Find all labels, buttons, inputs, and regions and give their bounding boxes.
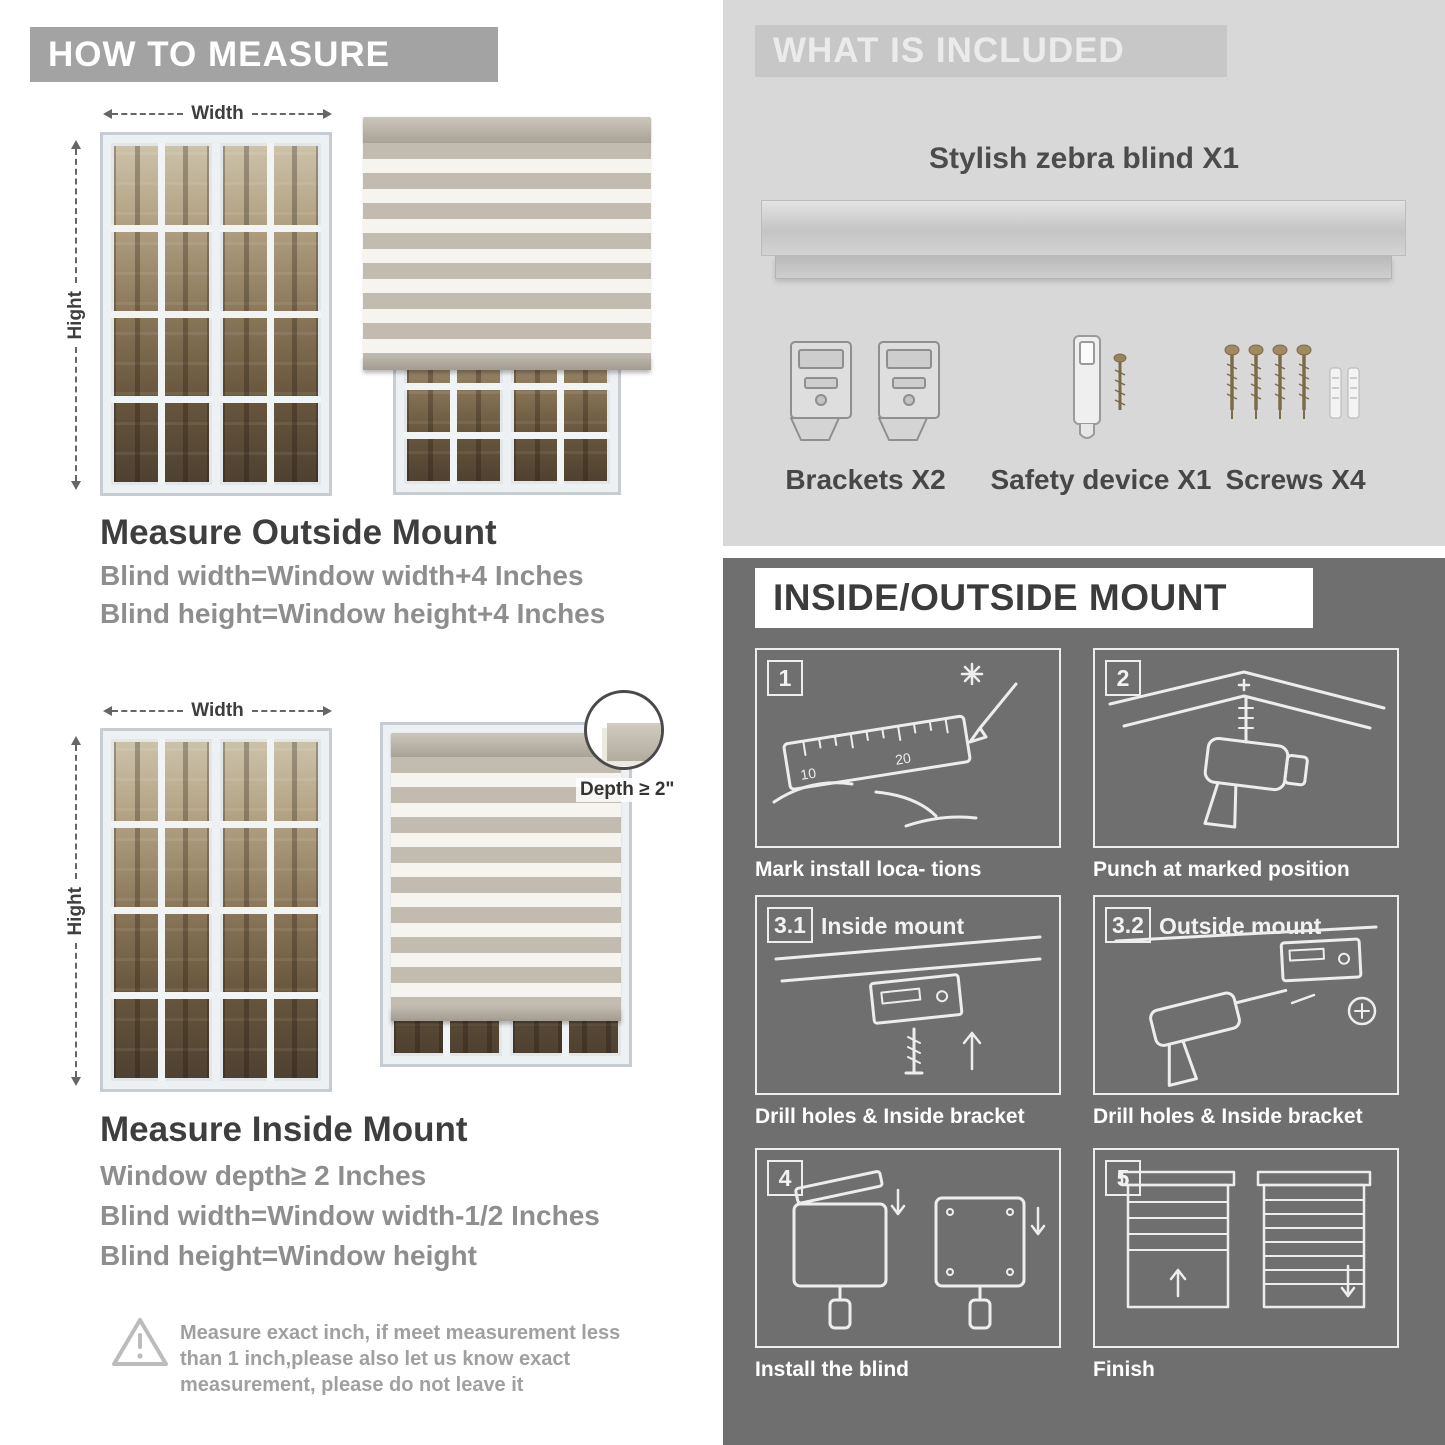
measure-warning-text: Measure exact inch, if meet measurement … xyxy=(180,1322,621,1396)
inside-mount-line-1: Window depth≥ 2 Inches xyxy=(100,1160,427,1191)
step-caption: Drill holes & Inside bracket xyxy=(1093,1105,1363,1128)
step-caption: Finish xyxy=(1093,1358,1155,1381)
inside-mount-line-2: Blind width=Window width-1/2 Inches xyxy=(100,1200,600,1231)
step-number: 2 xyxy=(1105,660,1141,696)
arrow-left-icon xyxy=(103,706,112,716)
outside-mount-title: Measure Outside Mount xyxy=(100,513,497,552)
inside-mount-line-3: Blind height=Window height xyxy=(100,1240,477,1271)
window-illustration-2 xyxy=(100,728,332,1092)
brackets-icon xyxy=(790,341,940,441)
step-panel-3-2: 3.2 Outside mount xyxy=(1093,895,1399,1129)
inside-bracket-illustration xyxy=(774,935,1042,1075)
blind-headrail-illustration xyxy=(761,200,1406,279)
width-label: Width xyxy=(191,700,244,721)
mount-instructions-section: INSIDE/OUTSIDE MOUNT 1 10 20 xyxy=(723,558,1445,1445)
screws-label: Screws X4 xyxy=(1225,464,1366,495)
height-label: Hight xyxy=(65,886,86,936)
how-to-measure-header: HOW TO MEASURE xyxy=(30,27,498,82)
arrow-left-icon xyxy=(103,109,112,119)
what-is-included-header: WHAT IS INCLUDED xyxy=(755,25,1227,77)
step-caption: Install the blind xyxy=(755,1358,910,1381)
outside-mount-line-2: Blind height=Window height+4 Inches xyxy=(100,598,606,629)
step-number: 4 xyxy=(767,1160,803,1196)
outside-mount-line-1: Blind width=Window width+4 Inches xyxy=(100,560,584,591)
mark-location-illustration: 10 20 xyxy=(772,662,1018,828)
arrow-down-icon xyxy=(71,481,81,491)
step-number: 3.2 xyxy=(1105,907,1151,943)
drill-punch-illustration xyxy=(1108,670,1386,829)
step-number: 3.1 xyxy=(767,907,813,943)
brackets-label: Brackets X2 xyxy=(785,464,946,495)
arrow-right-icon xyxy=(323,109,332,119)
step-title: Inside mount xyxy=(821,913,965,939)
warning-icon xyxy=(112,1318,168,1366)
height-label: Hight xyxy=(65,290,86,340)
arrow-up-icon xyxy=(71,736,81,745)
step-panel-5: 5 Finish xyxy=(1093,1148,1399,1382)
outside-mount-blind-figure xyxy=(363,117,651,497)
svg-text:10: 10 xyxy=(799,765,817,783)
step-panel-4: 4 In xyxy=(755,1148,1061,1382)
width-label: Width xyxy=(191,103,244,124)
height-measure-arrow-2: Hight xyxy=(65,736,86,1087)
step-number: 1 xyxy=(767,660,803,696)
height-measure-arrow: Hight xyxy=(65,140,86,491)
product-name: Stylish zebra blind X1 xyxy=(928,142,1240,175)
safety-device-label: Safety device X1 xyxy=(990,464,1212,495)
step-panel-1: 1 10 20 Mar xyxy=(755,648,1061,882)
finish-illustration xyxy=(1120,1170,1372,1309)
width-measure-arrow-2: Width xyxy=(103,700,332,721)
zebra-blind-illustration-2 xyxy=(391,733,621,1021)
zebra-blind-illustration-1 xyxy=(363,117,651,370)
step-caption: Punch at marked position xyxy=(1093,858,1350,881)
screws-icon xyxy=(1224,343,1360,421)
what-is-included-section: WHAT IS INCLUDED Stylish zebra blind X1 xyxy=(723,0,1445,546)
width-measure-arrow: Width xyxy=(103,103,332,124)
cassette-corner-detail xyxy=(607,723,661,761)
step-caption: Mark install loca- tions xyxy=(755,858,982,881)
depth-callout-circle xyxy=(584,690,664,770)
arrow-right-icon xyxy=(323,706,332,716)
step-panel-2: 2 Punch at xyxy=(1093,648,1399,882)
window-illustration-1 xyxy=(100,132,332,496)
install-blind-illustration xyxy=(792,1170,1046,1330)
inside-mount-title: Measure Inside Mount xyxy=(100,1110,468,1149)
arrow-up-icon xyxy=(71,140,81,149)
svg-text:20: 20 xyxy=(894,750,912,768)
arrow-down-icon xyxy=(71,1077,81,1087)
outside-bracket-illustration xyxy=(1114,925,1378,1087)
mount-header: INSIDE/OUTSIDE MOUNT xyxy=(755,568,1313,628)
step-caption: Drill holes & Inside bracket xyxy=(755,1105,1025,1128)
step-panel-3-1: 3.1 Inside mount xyxy=(755,895,1061,1129)
depth-note: Depth ≥ 2" xyxy=(576,778,679,802)
safety-device-icon xyxy=(1073,335,1127,439)
inside-mount-blind-figure: Depth ≥ 2" xyxy=(380,690,679,1067)
